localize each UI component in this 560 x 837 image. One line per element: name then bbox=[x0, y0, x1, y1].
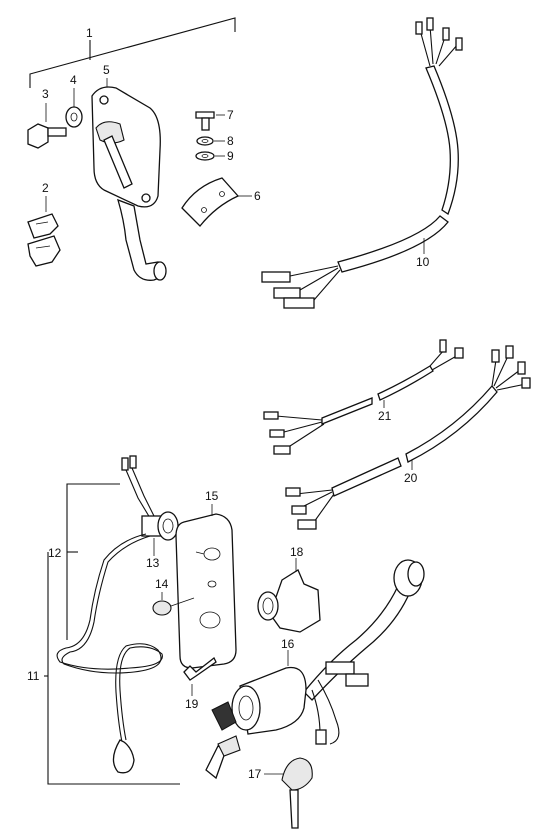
label-part-9: 9 bbox=[227, 149, 234, 163]
clip-part-2 bbox=[27, 196, 61, 267]
key-part-17 bbox=[264, 757, 313, 829]
label-part-6: 6 bbox=[254, 189, 261, 203]
washer-part-4 bbox=[65, 88, 83, 128]
label-part-1: 1 bbox=[86, 26, 93, 40]
label-part-4: 4 bbox=[70, 73, 77, 87]
label-part-10: 10 bbox=[416, 255, 430, 269]
label-part-17: 17 bbox=[248, 767, 262, 781]
label-part-18: 18 bbox=[290, 545, 304, 559]
part-1-group-bracket bbox=[29, 17, 236, 88]
group-brackets-11-12 bbox=[44, 483, 180, 785]
cap-part-14 bbox=[152, 592, 195, 616]
harness-part-21 bbox=[263, 339, 464, 455]
bracket-part-18 bbox=[257, 558, 321, 633]
panel-plate-part-15 bbox=[175, 504, 237, 669]
label-part-5: 5 bbox=[103, 63, 110, 77]
callout-labels: 1 3 4 5 2 7 8 9 6 10 21 20 15 12 13 18 1… bbox=[27, 26, 430, 781]
label-part-20: 20 bbox=[404, 471, 418, 485]
harness-part-10 bbox=[261, 17, 463, 309]
label-part-7: 7 bbox=[227, 108, 234, 122]
label-part-21: 21 bbox=[378, 409, 392, 423]
main-switch-part-16 bbox=[205, 559, 425, 780]
label-part-16: 16 bbox=[281, 637, 295, 651]
label-part-8: 8 bbox=[227, 134, 234, 148]
label-part-2: 2 bbox=[42, 181, 49, 195]
label-part-12: 12 bbox=[48, 546, 62, 560]
screw-part-7 bbox=[195, 111, 225, 131]
screw-part-19 bbox=[183, 657, 217, 696]
bolt-part-3 bbox=[27, 103, 67, 149]
stop-switch-part-13 bbox=[56, 455, 179, 774]
label-part-13: 13 bbox=[146, 556, 160, 570]
lockwasher-part-8 bbox=[196, 136, 225, 146]
label-part-3: 3 bbox=[42, 87, 49, 101]
label-part-14: 14 bbox=[155, 577, 169, 591]
label-part-11: 11 bbox=[27, 669, 40, 683]
bracket-plate-part-6 bbox=[181, 177, 252, 227]
sensor-body-part-5 bbox=[91, 78, 167, 281]
label-part-15: 15 bbox=[205, 489, 219, 503]
washer-part-9 bbox=[195, 151, 225, 161]
harness-part-20 bbox=[285, 345, 531, 530]
label-part-19: 19 bbox=[185, 697, 199, 711]
